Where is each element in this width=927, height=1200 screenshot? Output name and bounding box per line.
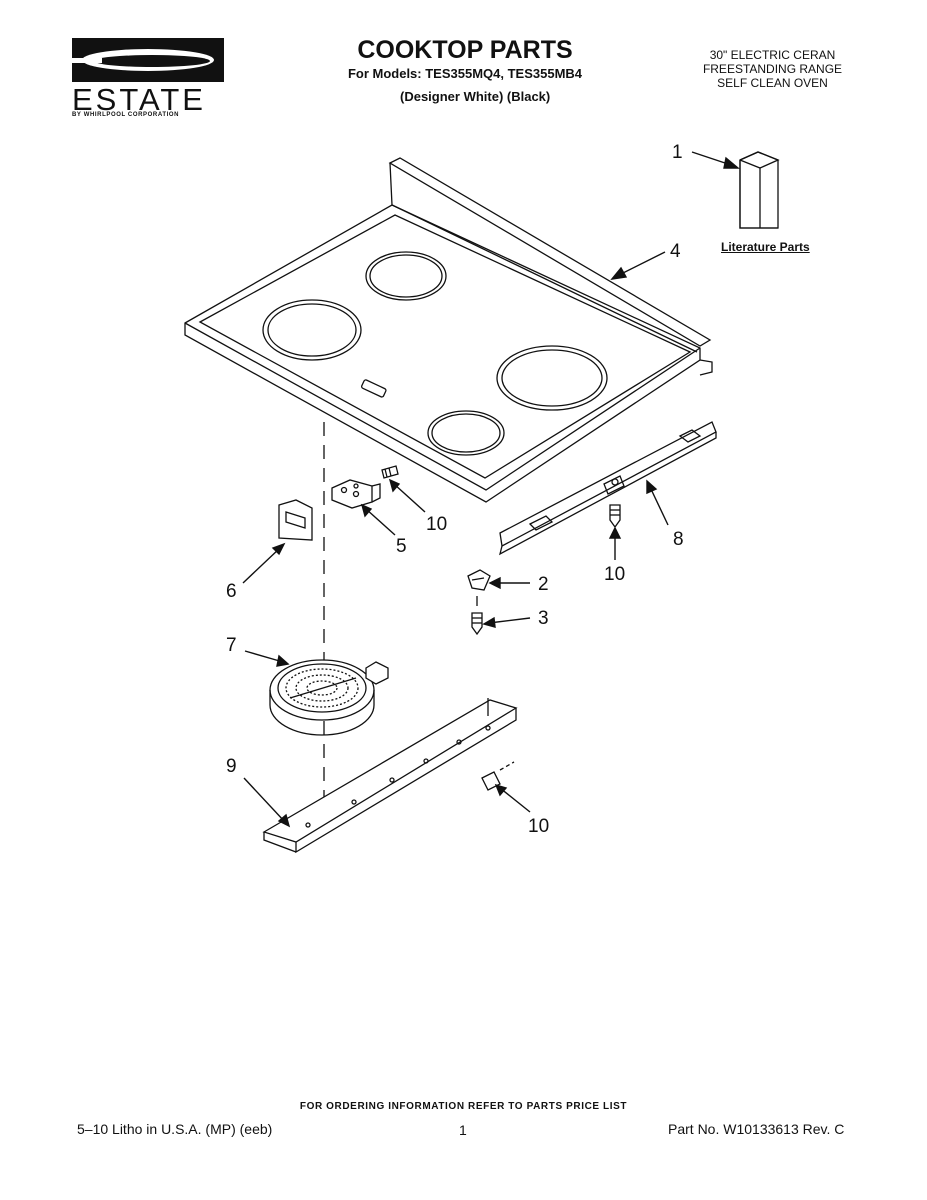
callout-10-bottom: 10 bbox=[528, 816, 549, 837]
brand-wordmark: ESTATE bbox=[72, 82, 206, 117]
page-number: 1 bbox=[459, 1122, 467, 1138]
part-6-plate bbox=[278, 499, 313, 541]
literature-booklet bbox=[739, 151, 780, 229]
brand-subtitle: BY WHIRLPOOL CORPORATION bbox=[72, 112, 180, 118]
estate-logo bbox=[72, 38, 224, 82]
screw-bracket bbox=[609, 504, 621, 529]
callout-6: 6 bbox=[226, 581, 237, 602]
ordering-note: FOR ORDERING INFORMATION REFER TO PARTS … bbox=[299, 1101, 628, 1112]
callout-7: 7 bbox=[226, 635, 237, 656]
range-type-line-2: FREESTANDING RANGE bbox=[702, 62, 843, 76]
part-8-rear-bracket bbox=[499, 421, 717, 556]
literature-parts-label: Literature Parts bbox=[721, 240, 810, 254]
litho-info: 5–10 Litho in U.S.A. (MP) (eeb) bbox=[77, 1121, 273, 1137]
range-type-line-3: SELF CLEAN OVEN bbox=[717, 76, 828, 90]
cooktop-glass bbox=[184, 157, 713, 503]
callout-10-right: 10 bbox=[604, 564, 625, 585]
callout-5: 5 bbox=[396, 536, 407, 557]
callout-10-top: 10 bbox=[426, 514, 447, 535]
callout-1: 1 bbox=[672, 142, 683, 163]
part-7-radiant-element bbox=[269, 659, 389, 736]
callout-8: 8 bbox=[673, 529, 684, 550]
model-numbers: For Models: TES355MQ4, TES355MB4 bbox=[347, 66, 583, 81]
callout-4: 4 bbox=[670, 241, 681, 262]
callout-2: 2 bbox=[538, 574, 549, 595]
part-9-front-bracket bbox=[262, 698, 518, 854]
part-2-clip bbox=[467, 569, 491, 591]
part-number: Part No. W10133613 Rev. C bbox=[668, 1121, 845, 1137]
parts-diagram: 1 4 10 5 8 6 10 2 3 7 9 10 bbox=[184, 142, 780, 854]
page-title: COOKTOP PARTS bbox=[357, 36, 573, 64]
part-3-screw bbox=[471, 596, 483, 636]
range-type-line-1: 30" ELECTRIC CERAN bbox=[709, 48, 836, 62]
model-variants: (Designer White) (Black) bbox=[400, 89, 551, 104]
callout-9: 9 bbox=[226, 756, 237, 777]
part-5-bracket-clip bbox=[331, 479, 381, 509]
screw-top bbox=[381, 465, 399, 479]
callout-3: 3 bbox=[538, 608, 549, 629]
range-type-block: 30" ELECTRIC CERAN FREESTANDING RANGE SE… bbox=[690, 48, 855, 90]
